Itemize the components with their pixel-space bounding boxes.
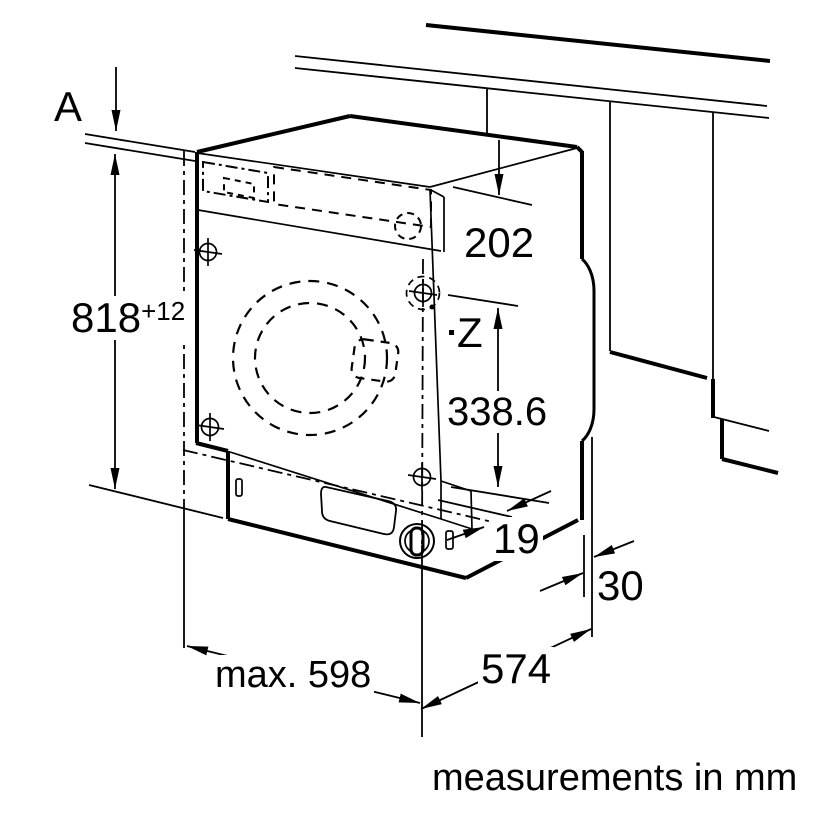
control-panel [197, 160, 445, 252]
cabinet-side-panel [609, 101, 779, 475]
dim-height-value: 818 [71, 294, 142, 341]
dim-depth-label: 574 [478, 647, 555, 691]
door [231, 279, 400, 437]
dim-plinth-arrow-lower [446, 526, 485, 541]
door-handle-recess [350, 338, 400, 383]
service-flap [320, 485, 397, 536]
latch-left [235, 478, 243, 497]
washer-outline [195, 114, 596, 580]
dim-gap-arrow-left [539, 572, 584, 592]
panel-main-section [273, 165, 432, 229]
dimension-arrows [110, 67, 635, 710]
dim-a-label: A [54, 83, 83, 130]
dim-width-label: max. 598 [212, 655, 375, 695]
dim-top-clearance-label: 202 [464, 219, 535, 266]
dim-hinge-height-label: 338.6 [444, 391, 551, 433]
dim-plinth-inset-label: 19 [490, 517, 543, 561]
dim-height-tolerance: +12 [141, 296, 186, 326]
dim-plinth-arrow-upper [506, 490, 552, 512]
dim-hinge-ref-label: Z [457, 309, 483, 356]
worktop-lines [84, 23, 771, 162]
dim-rear-gap-label: 30 [597, 562, 644, 609]
program-knob [394, 212, 422, 240]
panel-left-section [202, 160, 269, 204]
door-outer-circle [231, 279, 389, 437]
panel-display [223, 176, 255, 200]
latch-right [445, 530, 454, 550]
filter-cap-outer [399, 523, 435, 559]
plinth [235, 478, 454, 559]
screw-bottom-left [195, 413, 225, 441]
door-porthole-circle [253, 301, 367, 415]
dim-gap-arrow-right [593, 540, 635, 558]
footer-note: measurements in mm [432, 757, 798, 799]
dim-height-label: 818+12 [68, 294, 189, 341]
filter-cap-slot [409, 526, 425, 557]
screw-top-left [193, 238, 223, 266]
